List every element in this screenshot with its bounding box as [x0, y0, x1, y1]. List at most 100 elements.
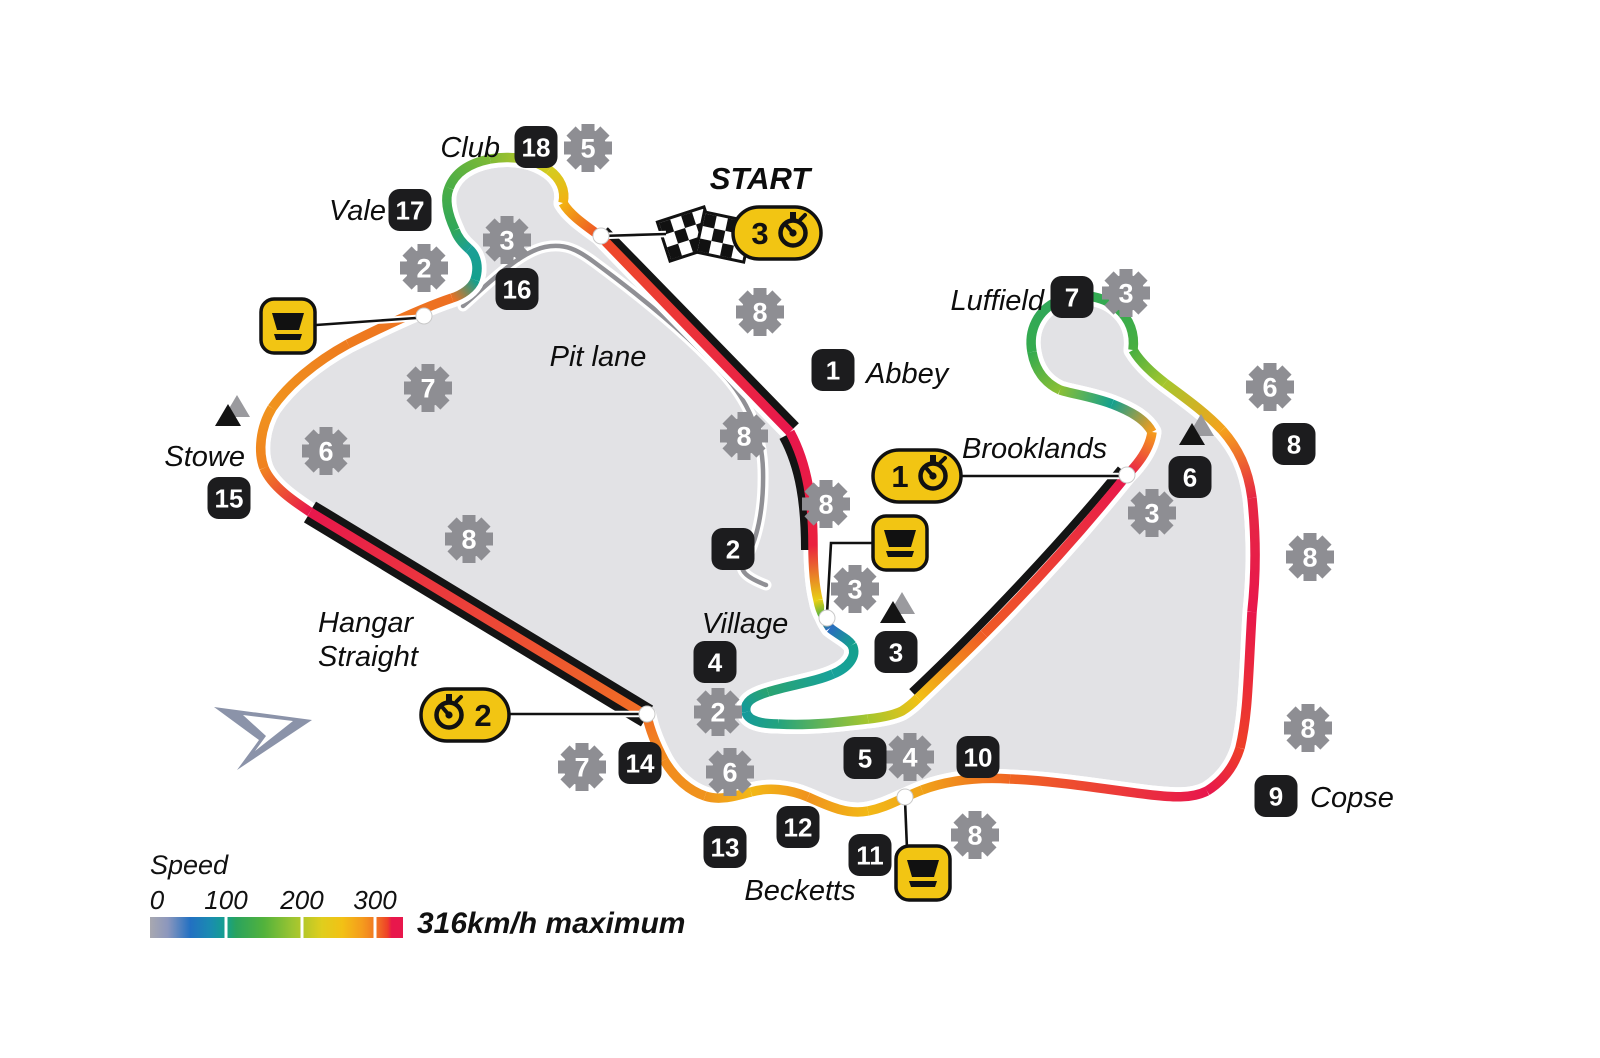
gear-number: 2 [710, 698, 725, 728]
label-becketts: Becketts [744, 875, 855, 907]
track-speed-segment [259, 465, 313, 516]
corner-number-badge: 10 [956, 736, 1000, 778]
legend-max-label: 316km/h maximum [417, 907, 685, 940]
track-speed-segment [450, 228, 473, 253]
track-speed-segment [1235, 611, 1257, 750]
track-speed-segment [1058, 385, 1114, 409]
corner-number-badge: 12 [776, 806, 820, 848]
rear-wing-icon [907, 860, 939, 887]
gear-indicator: 6 [302, 427, 350, 475]
drs-zone-badge [259, 297, 317, 355]
gear-indicator: 8 [1286, 533, 1334, 581]
gear-number: 8 [1302, 543, 1317, 573]
gear-indicator: 6 [706, 748, 754, 796]
label-hangar: Hangar [318, 607, 414, 639]
track-point-dot [592, 227, 610, 245]
gear-number: 7 [574, 753, 589, 783]
track-speed-segment [806, 792, 869, 817]
gear-indicator: 2 [400, 244, 448, 292]
track-point-dot [638, 705, 656, 723]
gear-indicator: 8 [1284, 704, 1332, 752]
track-speed-segment [444, 154, 492, 190]
corner-number-badge: 16 [495, 268, 539, 310]
gear-number: 8 [461, 525, 476, 555]
gear-indicator: 7 [404, 364, 452, 412]
sector-marker-badge: 3 [731, 205, 823, 261]
gear-number: 7 [420, 374, 435, 404]
gear-number: 3 [1118, 279, 1133, 309]
gear-number: 2 [416, 254, 431, 284]
track-speed-segment [1247, 497, 1260, 613]
track-speed-segment [1218, 426, 1257, 499]
gear-number: 6 [318, 437, 333, 467]
straight-black-edges [303, 227, 1125, 727]
track-speed-segment [785, 429, 818, 546]
gear-number: 3 [847, 575, 862, 605]
corner-number: 15 [215, 484, 244, 514]
track-speed-segment [1009, 774, 1210, 802]
gear-indicator: 6 [1246, 363, 1294, 411]
connector-line [315, 314, 417, 329]
gear-indicator: 8 [720, 412, 768, 460]
gear-indicator: 3 [1102, 269, 1150, 317]
connector-line [600, 230, 667, 240]
corner-number-badge: 3 [874, 631, 918, 673]
track-speed-segment [914, 630, 988, 702]
rear-wing-icon [272, 313, 304, 340]
speed-trap-icon [1179, 414, 1214, 445]
label-luffield: Luffield [950, 285, 1044, 317]
sector-number: 3 [751, 216, 768, 251]
gear-number: 8 [967, 821, 982, 851]
track-point-dot [1118, 466, 1136, 484]
legend-gradient-bar [150, 917, 403, 938]
corner-number-badge: 13 [703, 826, 747, 868]
track-speed-segment [1128, 347, 1168, 387]
corner-number: 18 [522, 133, 551, 163]
gear-indicator: 8 [951, 811, 999, 859]
track-speed-segment [307, 507, 650, 721]
corner-number-badge: 11 [848, 834, 892, 876]
legend-tick-300: 300 [353, 885, 397, 915]
legend-tick-0: 0 [150, 885, 165, 915]
track-speed-segment [546, 166, 569, 205]
track-point-dot [896, 788, 914, 806]
corner-number-badge: 8 [1272, 423, 1316, 465]
decorations [214, 205, 754, 770]
track-speed-segment [1027, 351, 1063, 395]
track-speed-segment [465, 245, 482, 282]
track-speed-segment [442, 186, 460, 233]
corner-number-badge: 14 [618, 742, 662, 784]
track-speed-segment [268, 339, 351, 411]
gear-number: 6 [1262, 373, 1277, 403]
corner-number-badge: 7 [1050, 276, 1094, 318]
drs-zone-badge [871, 514, 929, 572]
sector-number: 1 [891, 459, 908, 494]
corner-number: 16 [503, 275, 532, 305]
label-straight: Straight [318, 641, 420, 673]
legend-tick-200: 200 [279, 885, 324, 915]
corner-number: 11 [856, 841, 884, 871]
gear-number: 5 [580, 134, 595, 164]
track-point-dot [818, 609, 836, 627]
gear-number: 3 [499, 226, 514, 256]
track-speed-segment [1162, 379, 1226, 434]
corner-number: 10 [964, 743, 993, 773]
corner-number: 9 [1269, 782, 1283, 812]
speed-trap-icon [215, 395, 250, 426]
corner-number-badge: 1 [811, 349, 855, 391]
label-start: START [710, 161, 814, 196]
corner-number-badge: 17 [388, 189, 432, 231]
gear-indicator: 3 [1128, 489, 1176, 537]
gear-indicator: 4 [886, 733, 934, 781]
connector-line [823, 539, 875, 615]
corner-number-badge: 9 [1254, 775, 1298, 817]
gear-number: 8 [1300, 714, 1315, 744]
track-speed-segment [867, 694, 922, 724]
track-speed-segment [255, 405, 277, 470]
track-speed-segment [808, 544, 823, 602]
track-speed-segment [980, 472, 1131, 638]
sector-marker-badge: 1 [871, 448, 963, 504]
gear-number: 6 [722, 758, 737, 788]
